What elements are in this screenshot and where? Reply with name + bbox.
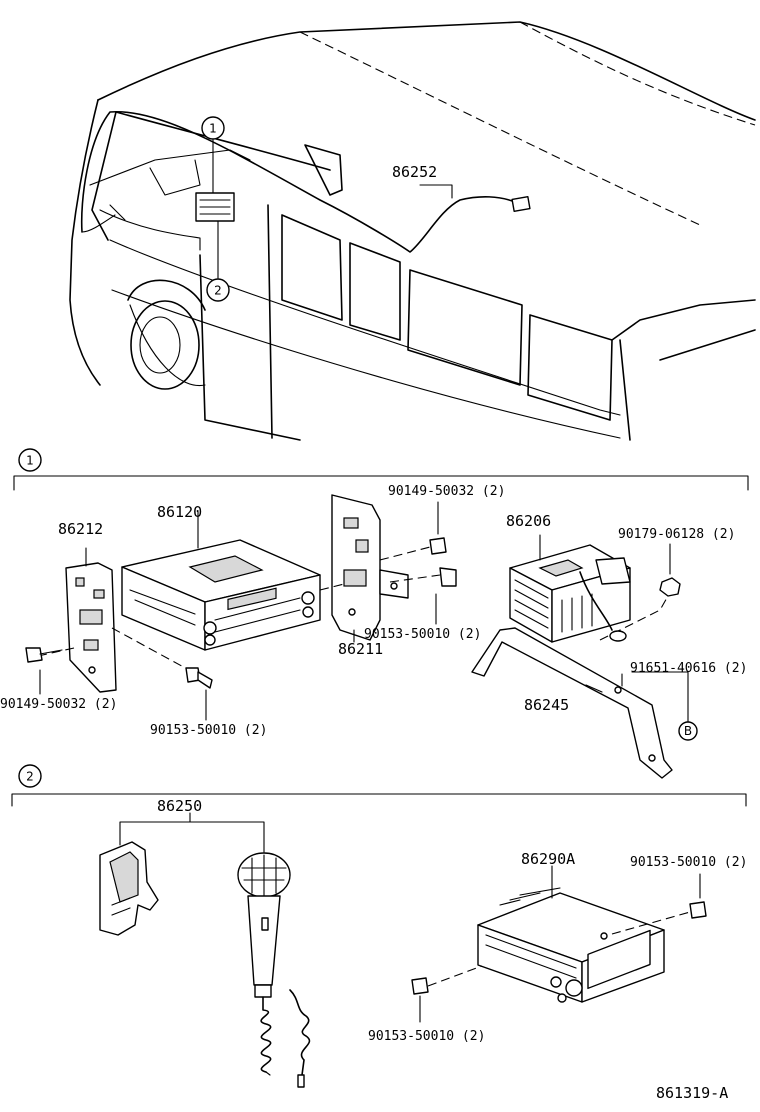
section-1: 1 86212 86120 (0, 448, 749, 779)
amplifier-86206: 86206 (506, 512, 631, 643)
label-90153-mic-left: 90153-50010 (2) (368, 1029, 485, 1044)
nut-90179: 90179-06128 (2) (618, 527, 735, 597)
label-90153-lower: 90153-50010 (2) (150, 723, 267, 738)
screw-90153-upper: 90153-50010 (2) (364, 567, 481, 642)
label-86245: 86245 (524, 696, 569, 714)
van-marker-2: 2 (214, 284, 222, 298)
stay-86245: 86245 (471, 627, 673, 779)
label-90149-left: 90149-50032 (2) (0, 697, 117, 712)
label-90153-upper: 90153-50010 (2) (364, 627, 481, 642)
label-86290a: 86290A (521, 850, 575, 868)
van-marker-1: 1 (209, 122, 217, 136)
label-86212: 86212 (58, 520, 103, 538)
label-86211: 86211 (338, 640, 383, 658)
amplifier-86290a: 86290A (477, 850, 665, 1003)
section-2-marker: 2 (26, 770, 34, 784)
label-86252: 86252 (392, 163, 437, 181)
marker-b: B (684, 724, 692, 738)
label-86250: 86250 (157, 797, 202, 815)
screw-90153-lower: 90153-50010 (2) (150, 667, 267, 738)
label-91651: 91651-40616 (2) (630, 661, 747, 676)
label-90149-upper: 90149-50032 (2) (388, 484, 505, 499)
bracket-86211: 86211 (331, 494, 409, 658)
section-1-marker: 1 (26, 454, 34, 468)
screw-90153-mic-left: 90153-50010 (2) (368, 965, 485, 1044)
figure-code: 861319-A (656, 1084, 728, 1102)
bolt-90149-upper: 90149-50032 (2) (388, 484, 505, 555)
radio-86120: 86120 (121, 503, 321, 651)
label-90179: 90179-06128 (2) (618, 527, 735, 542)
label-90153-mic-right: 90153-50010 (2) (630, 855, 747, 870)
label-86206: 86206 (506, 512, 551, 530)
bolt-91651: 91651-40616 (2) B (621, 661, 747, 741)
screw-90153-mic-right: 90153-50010 (2) (611, 855, 747, 935)
label-86120: 86120 (157, 503, 202, 521)
microphone-86250: 86250 (99, 797, 311, 1088)
bracket-86212: 86212 (58, 520, 117, 693)
section-2: 2 86250 (11, 764, 747, 1102)
van-illustration: 1 2 86252 (69, 21, 756, 441)
bolt-90149-left: 90149-50032 (2) (0, 647, 117, 712)
